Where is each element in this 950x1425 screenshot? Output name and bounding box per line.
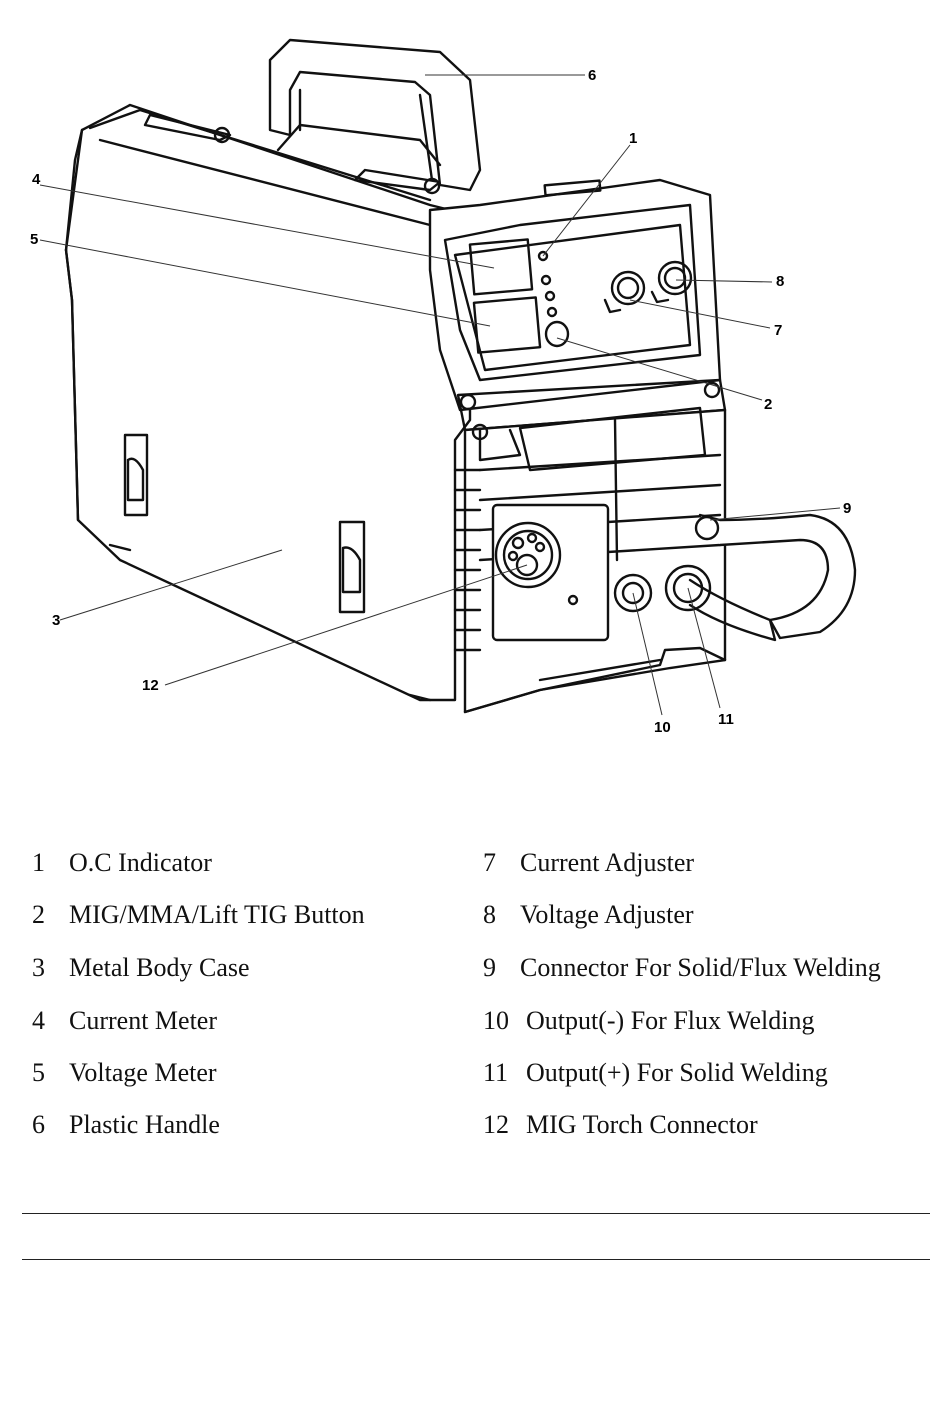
callout-10: 10 bbox=[654, 719, 671, 736]
legend-number: 4 bbox=[32, 1006, 69, 1036]
callout-4: 4 bbox=[32, 171, 41, 188]
callout-5: 5 bbox=[30, 231, 38, 248]
legend-label: O.C Indicator bbox=[69, 848, 212, 878]
legend-label: Current Adjuster bbox=[520, 848, 694, 878]
divider-line bbox=[22, 1213, 930, 1214]
callout-3: 3 bbox=[52, 612, 60, 629]
legend-number: 6 bbox=[32, 1110, 69, 1140]
divider-line bbox=[22, 1259, 930, 1260]
callout-9: 9 bbox=[843, 500, 851, 517]
legend-label: Connector For Solid/Flux Welding bbox=[520, 953, 881, 983]
legend-label: Voltage Meter bbox=[69, 1058, 217, 1088]
legend-label: Output(+) For Solid Welding bbox=[526, 1058, 828, 1088]
legend-label: Plastic Handle bbox=[69, 1110, 220, 1140]
welder-diagram: 6 1 4 5 8 7 2 9 3 12 11 10 bbox=[0, 0, 950, 780]
legend-number: 3 bbox=[32, 953, 69, 983]
callout-1: 1 bbox=[629, 130, 637, 147]
callout-11: 11 bbox=[718, 711, 734, 728]
legend-label: Current Meter bbox=[69, 1006, 217, 1036]
legend-label: Metal Body Case bbox=[69, 953, 250, 983]
legend-number: 5 bbox=[32, 1058, 69, 1088]
legend-label: Output(-) For Flux Welding bbox=[526, 1006, 814, 1036]
legend-number: 8 bbox=[483, 900, 520, 930]
legend-number: 7 bbox=[483, 848, 520, 878]
legend-number: 2 bbox=[32, 900, 69, 930]
legend-number: 11 bbox=[483, 1058, 526, 1088]
legend-label: MIG/MMA/Lift TIG Button bbox=[69, 900, 365, 930]
callout-2: 2 bbox=[764, 396, 772, 413]
legend-number: 12 bbox=[483, 1110, 526, 1140]
legend-number: 9 bbox=[483, 953, 520, 983]
legend-label: MIG Torch Connector bbox=[526, 1110, 758, 1140]
legend-number: 1 bbox=[32, 848, 69, 878]
legend-label: Voltage Adjuster bbox=[520, 900, 694, 930]
callout-6: 6 bbox=[588, 67, 596, 84]
callout-7: 7 bbox=[774, 322, 782, 339]
callout-8: 8 bbox=[776, 273, 784, 290]
legend-number: 10 bbox=[483, 1006, 526, 1036]
callout-12: 12 bbox=[142, 677, 159, 694]
